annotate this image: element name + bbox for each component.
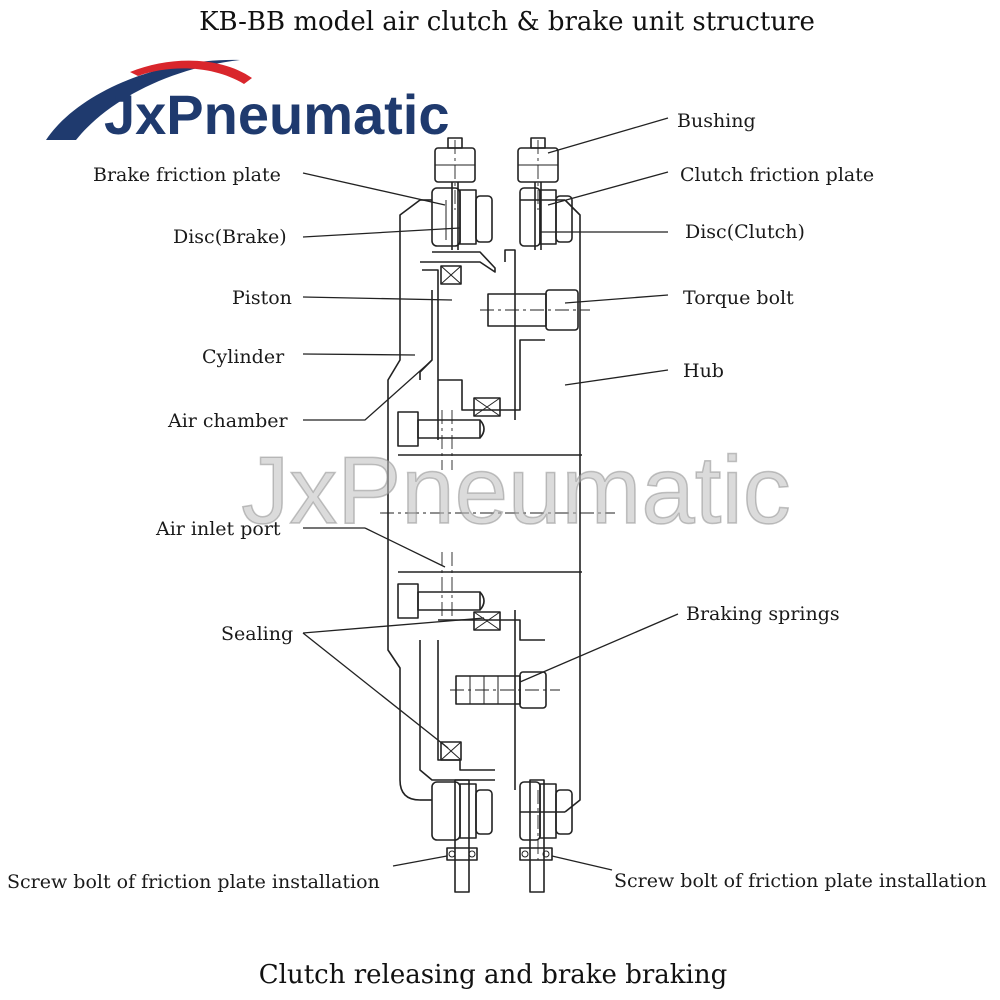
label-braking-springs: Braking springs xyxy=(686,603,840,625)
label-torque-bolt: Torque bolt xyxy=(683,287,794,309)
label-clutch-friction-plate: Clutch friction plate xyxy=(680,164,874,186)
label-screw-bolt-left: Screw bolt of friction plate installatio… xyxy=(7,871,380,893)
label-air-chamber: Air chamber xyxy=(167,410,289,432)
clutch-brake-cross-section xyxy=(380,137,615,893)
label-bushing: Bushing xyxy=(677,110,756,132)
label-hub: Hub xyxy=(683,360,724,382)
label-disc-brake: Disc(Brake) xyxy=(173,226,287,248)
watermark: JxPneumatic xyxy=(241,437,791,544)
label-sealing: Sealing xyxy=(221,623,293,645)
labels: Bushing Brake friction plate Clutch fric… xyxy=(7,110,987,893)
label-piston: Piston xyxy=(232,287,292,309)
label-brake-friction-plate: Brake friction plate xyxy=(93,164,281,186)
leader-lines xyxy=(302,117,679,871)
label-cylinder: Cylinder xyxy=(202,346,285,368)
label-disc-clutch: Disc(Clutch) xyxy=(685,221,805,243)
logo-text: JxPneumatic xyxy=(104,83,450,146)
diagram-caption: Clutch releasing and brake braking xyxy=(259,960,727,990)
diagram-title: KB-BB model air clutch & brake unit stru… xyxy=(199,7,815,37)
label-air-inlet-port: Air inlet port xyxy=(155,518,281,540)
logo-swoosh-navy xyxy=(46,59,240,140)
logo-swoosh-red xyxy=(130,60,252,84)
label-screw-bolt-right: Screw bolt of friction plate installatio… xyxy=(614,870,987,892)
jxpneumatic-logo: JxPneumatic xyxy=(46,59,450,146)
